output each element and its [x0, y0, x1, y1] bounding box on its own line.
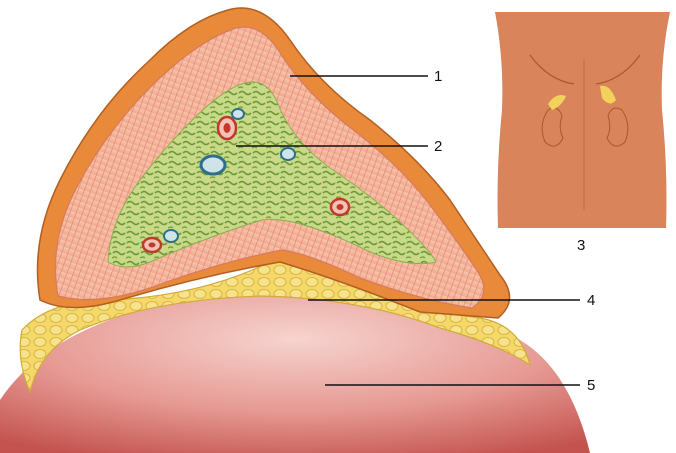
label-1: 1 [434, 68, 442, 85]
artery-icon [224, 123, 231, 133]
vein-icon [232, 109, 244, 119]
artery-icon [337, 204, 344, 210]
vein-icon [164, 230, 178, 242]
label-5: 5 [587, 377, 595, 394]
inset-kidney-right [607, 108, 628, 146]
vein-icon [281, 148, 295, 160]
label-4: 4 [587, 292, 595, 309]
label-3: 3 [577, 237, 585, 254]
label-2: 2 [434, 138, 442, 155]
torso-inset [495, 12, 670, 228]
torso [495, 12, 670, 228]
artery-icon [149, 243, 156, 248]
inset-kidney-left [542, 108, 563, 146]
vein-icon [201, 156, 225, 174]
